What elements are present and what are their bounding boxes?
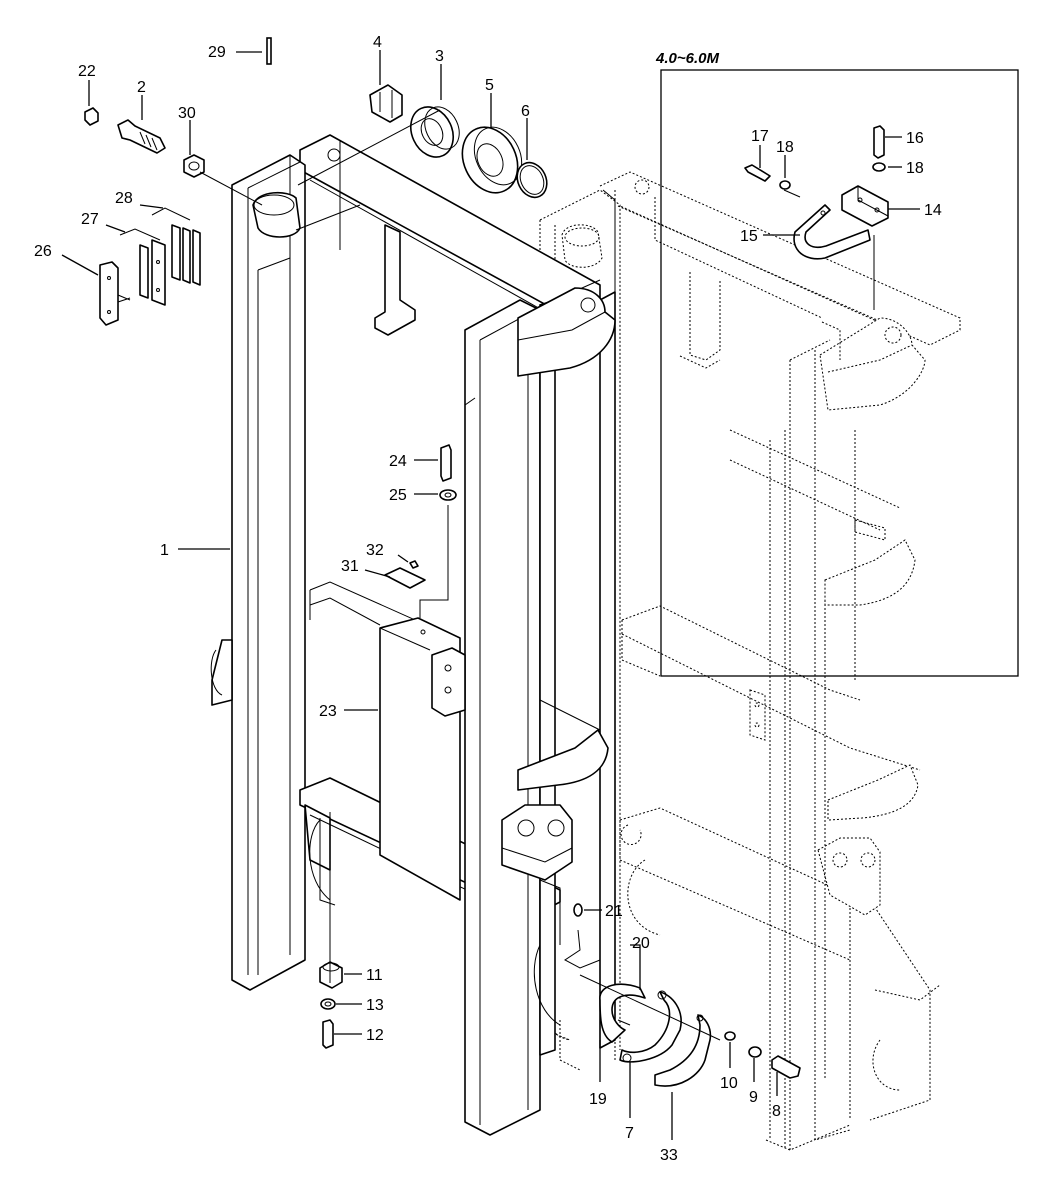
inset-parts	[744, 125, 889, 260]
callout-28: 28	[115, 190, 133, 207]
callout-19: 19	[589, 1091, 607, 1108]
right-outer-rail	[464, 299, 541, 1136]
half-ring-33	[654, 1014, 712, 1087]
callout-14: 14	[924, 202, 942, 219]
shim-28b	[182, 227, 191, 284]
callout-30: 30	[178, 105, 196, 122]
clamp-block-14	[841, 185, 889, 227]
callout-21: 21	[605, 903, 623, 920]
callout-3: 3	[435, 48, 444, 65]
callout-16: 16	[906, 130, 924, 147]
callout-13: 13	[366, 997, 384, 1014]
callout-2: 2	[137, 79, 146, 96]
callout-32: 32	[366, 542, 384, 559]
inset-frame	[660, 69, 1019, 677]
callout-25: 25	[389, 487, 407, 504]
spacer-3	[410, 106, 454, 158]
inset-4-6m: 4.0~6.0M	[655, 50, 1019, 677]
callout-22: 22	[78, 63, 96, 80]
callout-8: 8	[772, 1103, 781, 1120]
shim-28c	[192, 229, 201, 286]
nut-22	[84, 107, 99, 126]
inner-right-rail-front	[599, 291, 616, 1049]
callout-20: 20	[632, 935, 650, 952]
callout-5: 5	[485, 77, 494, 94]
half-ring-19	[599, 983, 646, 1043]
bolt-17	[744, 164, 771, 182]
washer-18a	[779, 180, 791, 190]
left-outer-rail	[231, 154, 306, 991]
bolt-24	[440, 444, 452, 482]
washer-13	[320, 998, 336, 1010]
lower-right-block	[501, 804, 573, 881]
upper-right-bracket	[517, 287, 616, 377]
plate-27a	[139, 244, 149, 299]
callout-29: 29	[208, 44, 226, 61]
callout-27: 27	[81, 211, 99, 228]
callout-15: 15	[740, 228, 758, 245]
screw-21	[573, 903, 583, 917]
top-parts	[84, 37, 548, 326]
pin-29	[266, 37, 272, 65]
callout-24: 24	[389, 453, 407, 470]
right-rail-channel	[539, 299, 556, 1056]
bolt-12	[322, 1019, 334, 1049]
callout-4: 4	[373, 34, 382, 51]
bearing-5	[461, 126, 519, 194]
upper-stop-hanger	[374, 224, 416, 336]
inset-title: 4.0~6.0M	[655, 50, 719, 67]
washer-9	[748, 1046, 762, 1058]
bolt-8	[771, 1055, 801, 1079]
plate-27b	[151, 239, 166, 306]
backplate-bracket	[431, 647, 466, 717]
callout-17: 17	[751, 128, 769, 145]
callout-26: 26	[34, 243, 52, 260]
callout-11: 11	[366, 967, 383, 984]
guide-plate-26	[99, 261, 119, 326]
u-band-15	[793, 204, 871, 260]
callout-31: 31	[341, 558, 359, 575]
bushing-4	[369, 84, 403, 123]
callout-7: 7	[625, 1125, 634, 1142]
plate-31	[384, 567, 426, 589]
leader-lines	[61, 50, 920, 1140]
shim-28a	[171, 224, 181, 281]
callout-18b: 18	[906, 160, 924, 177]
screw-32	[409, 560, 419, 569]
washer-25	[439, 489, 457, 501]
lower-parts	[319, 444, 801, 1087]
washer-10	[724, 1031, 736, 1041]
callout-18a: 18	[776, 139, 794, 156]
washer-18b	[872, 162, 886, 172]
callout-9: 9	[749, 1089, 758, 1106]
callout-12: 12	[366, 1027, 384, 1044]
left-rail-hoop	[211, 639, 233, 706]
callout-6: 6	[521, 103, 530, 120]
callout-23: 23	[319, 703, 337, 720]
callout-10: 10	[720, 1075, 738, 1092]
callout-33: 33	[660, 1147, 678, 1164]
outer-mast	[210, 134, 616, 1136]
bolt-16	[873, 125, 885, 159]
mid-right-bracket	[517, 729, 609, 791]
clamp-7	[619, 991, 682, 1063]
nut-30	[183, 154, 205, 178]
callout-1: 1	[160, 542, 169, 559]
callout-labels: 22 2 30 29 4 3 5 6 28 27 26 17 18 16 18 …	[34, 34, 942, 1164]
